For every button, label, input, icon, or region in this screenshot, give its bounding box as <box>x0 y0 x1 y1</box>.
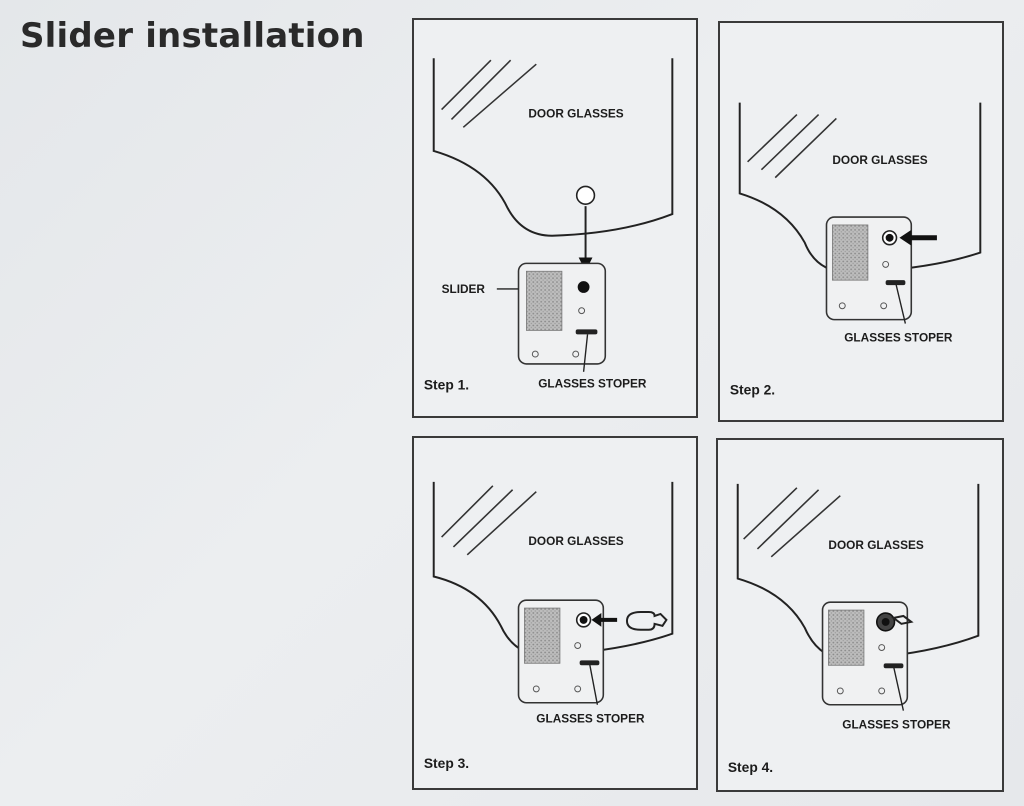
glasses-stoper-part <box>579 660 600 666</box>
glass-hatch-marks <box>441 485 537 556</box>
step-label: Step 3. <box>424 756 469 771</box>
step-label: Step 4. <box>728 760 773 775</box>
glasses-stoper-label: GLASSES STOPER <box>842 717 951 731</box>
step-4-diagram: DOOR GLASSES GLASSES STOPER Step 4. <box>728 483 980 775</box>
slider-pin <box>885 233 894 242</box>
slider-pin <box>579 615 588 624</box>
door-glasses-label: DOOR GLASSES <box>832 153 927 167</box>
door-glasses-label: DOOR GLASSES <box>528 106 623 120</box>
clip-icon <box>891 614 914 625</box>
left-arrow-icon <box>591 613 618 627</box>
glasses-stoper-label: GLASSES STOPER <box>844 330 953 344</box>
down-arrow-icon <box>578 206 593 272</box>
glasses-stoper-label: GLASSES STOPER <box>536 711 645 725</box>
slider-part <box>821 601 914 706</box>
stoper-leader-line <box>894 281 907 324</box>
slider-part <box>825 216 913 321</box>
glasses-stoper-part <box>575 329 598 335</box>
slider-pin <box>577 281 590 293</box>
slider-part <box>517 262 607 365</box>
step-3-panel: DOOR GLASSES GLASSES STOPER Step 3. <box>412 436 698 790</box>
slider-part <box>517 599 605 704</box>
left-arrow-icon <box>899 229 937 246</box>
step-label: Step 2. <box>730 383 775 398</box>
hole-circle <box>575 185 596 205</box>
door-glass-outline <box>432 58 674 237</box>
page-title: Slider installation <box>20 16 365 56</box>
step-1-panel: DOOR GLASSES SLIDER GLASSES STOPER Step … <box>412 18 698 418</box>
step-2-panel: DOOR GLASSES GLASSES STOPER Step 2. <box>718 21 1004 422</box>
step-label: Step 1. <box>424 378 469 393</box>
step-4-panel: DOOR GLASSES GLASSES STOPER Step 4. <box>716 438 1004 792</box>
stoper-leader-line <box>588 663 599 705</box>
step-3-diagram: DOOR GLASSES GLASSES STOPER Step 3. <box>424 481 674 771</box>
glass-hatch-marks <box>747 113 837 179</box>
door-glasses-label: DOOR GLASSES <box>828 538 923 552</box>
slider-pin <box>881 617 890 626</box>
clip-icon <box>625 611 668 631</box>
stoper-leader-line <box>582 334 589 372</box>
door-glasses-label: DOOR GLASSES <box>528 534 623 548</box>
stoper-leader-line <box>892 666 905 711</box>
glass-hatch-marks <box>441 59 537 128</box>
step-1-diagram: DOOR GLASSES SLIDER GLASSES STOPER Step … <box>424 58 674 393</box>
glass-hatch-marks <box>743 487 841 558</box>
slider-label: SLIDER <box>442 282 486 296</box>
glasses-stoper-label: GLASSES STOPER <box>538 377 647 391</box>
step-2-diagram: DOOR GLASSES GLASSES STOPER Step 2. <box>730 102 982 398</box>
glasses-stoper-part <box>883 663 904 669</box>
